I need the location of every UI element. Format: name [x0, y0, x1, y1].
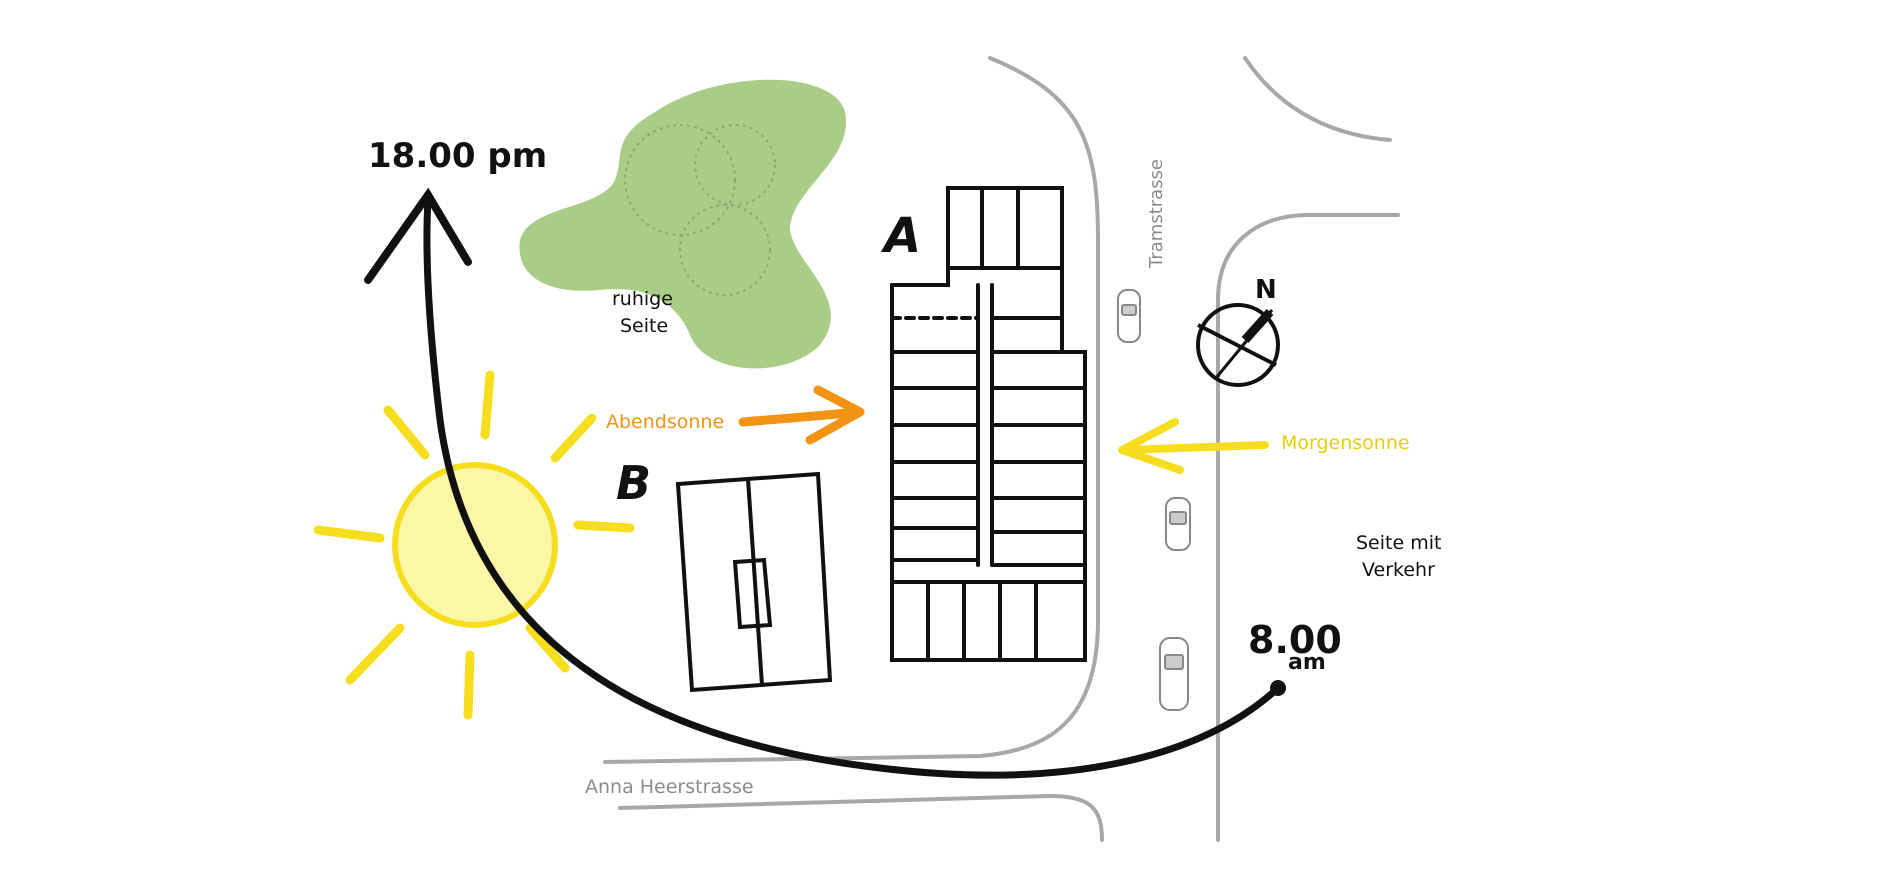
- tree-icon: [624, 124, 776, 296]
- north-label: N: [1255, 275, 1277, 305]
- traffic-side-label-1: Seite mit: [1356, 532, 1442, 554]
- traffic-side-label-2: Verkehr: [1362, 559, 1435, 581]
- evening-sun-label: Abendsonne: [606, 411, 725, 433]
- quiet-side-label-1: ruhige: [612, 288, 673, 310]
- morning-sun-arrow: [1118, 418, 1269, 474]
- quiet-side-label-2: Seite: [620, 315, 669, 337]
- roads: [603, 56, 1400, 842]
- car-icon: [1159, 637, 1189, 711]
- arrow-icon: [364, 187, 472, 284]
- car-icon: [1165, 497, 1191, 551]
- road-edge-anna-south: [618, 793, 1104, 842]
- building-a: [890, 186, 1087, 662]
- building-b-label: B: [616, 456, 652, 510]
- road-edge-corner: [1243, 56, 1392, 142]
- evening-sun-arrow: [738, 385, 865, 445]
- morning-sun-label: Morgensonne: [1281, 432, 1410, 454]
- green-area: [519, 79, 847, 369]
- building-b: [675, 471, 833, 693]
- car-icon: [1117, 289, 1141, 343]
- road-edge-tram-west: [603, 56, 1100, 764]
- sun-path: [364, 187, 1286, 779]
- street-label-tram: Tramstrasse: [1146, 158, 1167, 268]
- road-edge-tram-east: [1216, 213, 1400, 842]
- building-a-label: A: [884, 208, 922, 264]
- time-morning-label: 8.00: [1248, 618, 1342, 662]
- street-label-anna: Anna Heerstrasse: [585, 776, 754, 798]
- sun-path-arc: [423, 196, 1282, 779]
- compass-icon: [1196, 303, 1280, 387]
- time-evening-label: 18.00 pm: [368, 136, 548, 176]
- time-morning-suffix: am: [1288, 650, 1326, 675]
- green-blob: [519, 79, 847, 369]
